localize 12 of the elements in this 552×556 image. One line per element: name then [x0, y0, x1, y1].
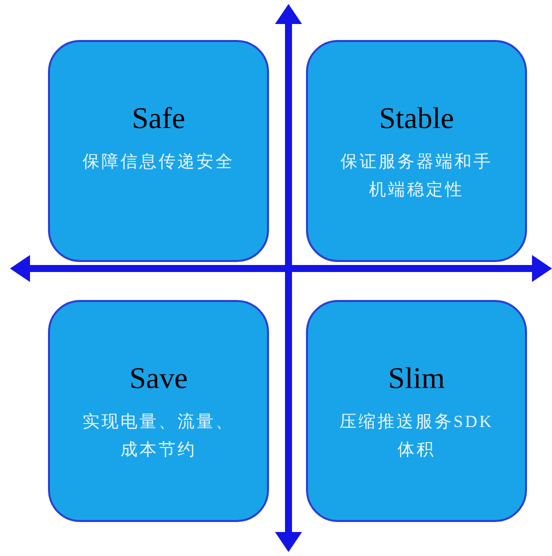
quadrant-title: Safe	[132, 101, 186, 137]
quadrant-title: Save	[129, 361, 188, 397]
rounded-box	[306, 300, 527, 522]
quadrant-description: 压缩推送服务SDK体积	[338, 410, 494, 460]
quadrant-title: Stable	[379, 101, 454, 137]
rounded-box	[48, 300, 269, 522]
rounded-box	[48, 40, 269, 262]
quadrant-description: 保证服务器端和手机端稳定性	[340, 150, 494, 200]
quadrant-title: Slim	[388, 361, 445, 397]
rounded-box	[306, 40, 527, 262]
quadrant-description: 实现电量、流量、成本节约	[82, 410, 236, 460]
quadrant-description: 保障信息传递安全	[82, 150, 236, 172]
